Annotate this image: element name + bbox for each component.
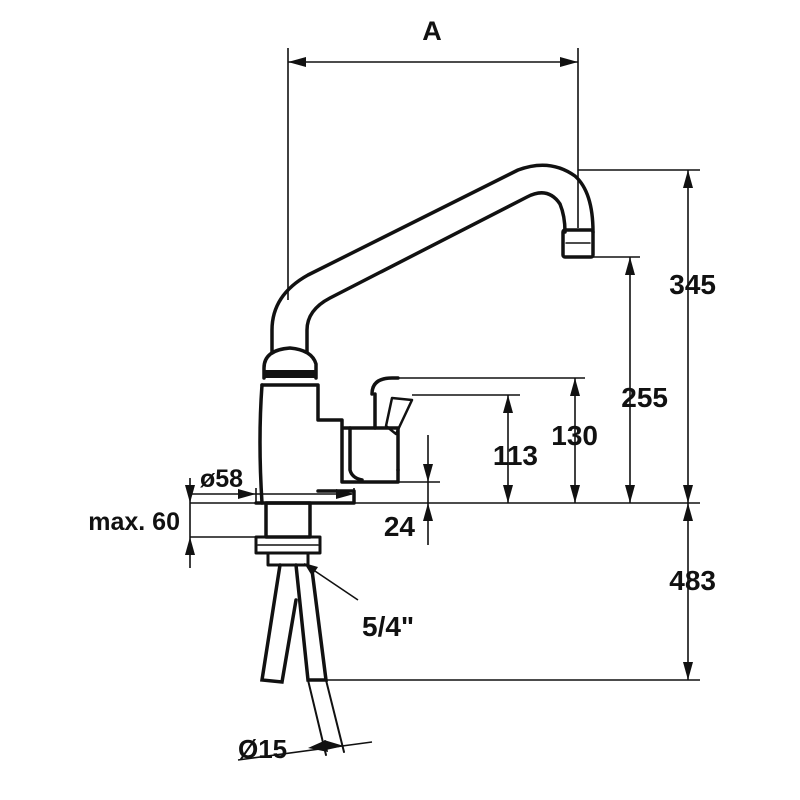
- hose-right: [294, 563, 328, 682]
- dimension-lines: [189, 48, 700, 761]
- dim-label-max60: max. 60: [88, 508, 180, 536]
- spout-collar: [262, 346, 318, 380]
- dim-label-a: A: [422, 16, 442, 46]
- dim-label-130: 130: [551, 420, 598, 451]
- dim-label-d58: ø58: [200, 465, 243, 493]
- fixing-shank: [264, 501, 312, 539]
- spout-inner: [305, 191, 567, 354]
- faucet-outline: [254, 163, 595, 567]
- dim-label-255: 255: [621, 382, 668, 413]
- dim-label-345: 345: [669, 269, 716, 300]
- lever-grip: [384, 396, 414, 436]
- dim-label-483: 483: [669, 565, 716, 596]
- dim-label-24: 24: [384, 511, 416, 542]
- dim-label-thread: 5/4": [362, 611, 414, 642]
- dimension-arrows: [185, 57, 693, 752]
- spout-outer: [270, 163, 595, 354]
- collar-band: [264, 370, 316, 378]
- aerator: [561, 228, 595, 259]
- lever-handle: [370, 376, 400, 430]
- dim-label-113: 113: [493, 440, 538, 471]
- lever-housing: [342, 426, 400, 472]
- hose-left: [259, 563, 298, 684]
- dim-label-d15: Ø15: [238, 734, 287, 764]
- supply-hoses: [259, 563, 345, 756]
- faucet-body: [260, 383, 400, 484]
